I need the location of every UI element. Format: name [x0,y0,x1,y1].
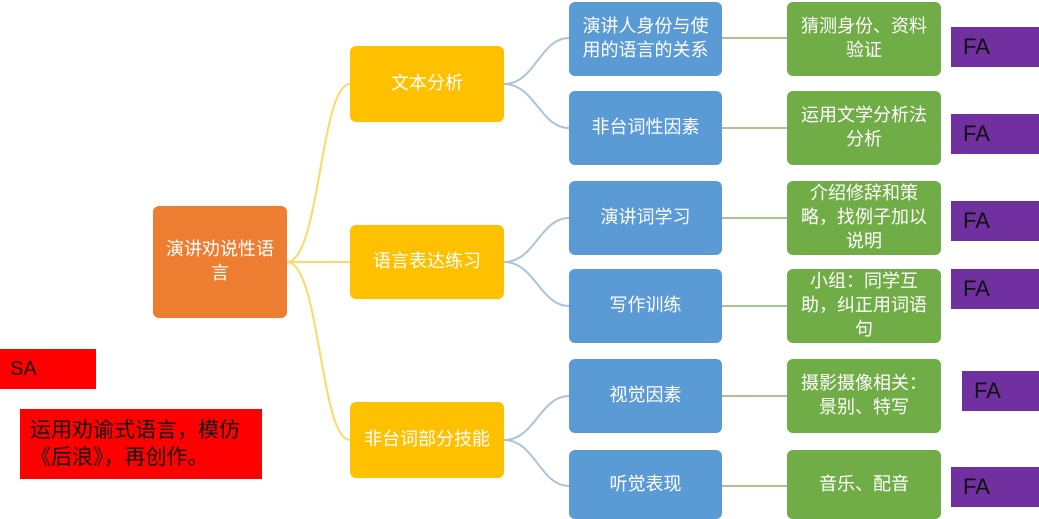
detail-guess-identity: 猜测身份、资料验证 [787,2,941,76]
connector-branch-2-child-2 [503,261,570,307]
connector-branch-3-child-2 [503,439,570,487]
detail-music-dubbing: 音乐、配音 [787,450,941,519]
fa-tag-5: FA [962,371,1039,411]
root-node: 演讲劝说性语言 [153,206,287,318]
sub-speaker-identity: 演讲人身份与使用的语言的关系 [569,2,722,76]
sub-non-script-factors: 非台词性因素 [569,91,722,165]
connector-root-branch-3 [286,261,351,441]
detail-literary-analysis: 运用文学分析法分析 [787,91,941,165]
sub-writing-training: 写作训练 [569,269,722,343]
fa-tag-1: FA [951,27,1039,67]
connector-root-branch-1 [286,83,351,263]
fa-tag-4: FA [951,269,1039,309]
sub-speech-study: 演讲词学习 [569,181,722,255]
branch-language-practice: 语言表达练习 [350,225,504,299]
detail-group-peer-help: 小组：同学互助，纠正用词语句 [787,269,941,343]
detail-shot-closeup: 摄影摄像相关：景别、特写 [787,359,941,433]
sa-assignment-note: 运用劝谕式语言，模仿《后浪》，再创作。 [20,409,262,479]
sub-visual-factors: 视觉因素 [569,359,722,433]
sa-tag: SA [0,349,96,389]
sub-audio-performance: 听觉表现 [569,450,722,519]
connector-branch-2-child-1 [503,217,570,263]
detail-rhetoric-strategy: 介绍修辞和策略，找例子加以说明 [787,181,941,255]
branch-non-script-skills: 非台词部分技能 [350,402,504,478]
fa-tag-2: FA [951,114,1039,154]
branch-text-analysis: 文本分析 [350,46,504,122]
connector-branch-1-child-1 [503,37,570,85]
fa-tag-6: FA [951,467,1039,507]
connector-branch-1-child-2 [503,83,570,129]
connector-branch-3-child-1 [503,395,570,441]
fa-tag-3: FA [951,201,1039,241]
